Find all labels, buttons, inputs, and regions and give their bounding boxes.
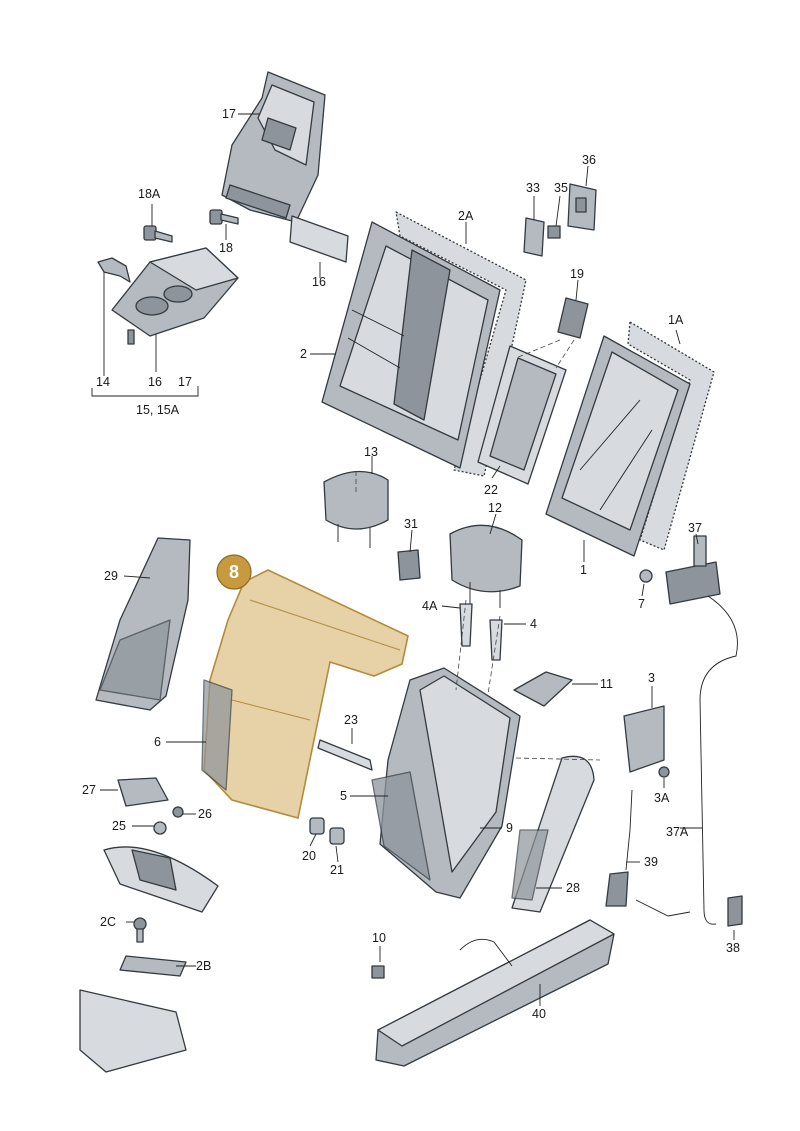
callout-labels: 17 18A 18 16 14 16 17 15, 15A 2 2A 33 35… [82,107,740,1021]
part-27-bracket[interactable] [117,777,169,807]
part-22-pad[interactable] [477,345,567,485]
label-group-15: 15, 15A [136,403,180,417]
part-36-cover[interactable] [567,183,597,231]
label-16: 16 [312,275,326,289]
label-1: 1 [580,563,587,577]
part-39-cable[interactable] [605,789,691,917]
part-33-bracket[interactable] [523,217,545,257]
part-14-clip[interactable] [97,257,131,283]
part-1a-mat[interactable] [627,321,715,551]
part-18a-bolt[interactable] [143,225,173,243]
label-37: 37 [688,521,702,535]
label-22: 22 [484,483,498,497]
label-4a: 4A [422,599,438,613]
label-13: 13 [364,445,378,459]
part-20-bushing[interactable] [309,817,325,835]
part-16-trim-panel[interactable] [289,215,349,263]
part-5-backrest-foam[interactable] [371,667,521,899]
label-31: 31 [404,517,418,531]
label-33: 33 [526,181,540,195]
label-19: 19 [570,267,584,281]
label-3: 3 [648,671,655,685]
label-28: 28 [566,881,580,895]
part-37-lock[interactable] [665,535,721,605]
label-6: 6 [154,735,161,749]
label-9: 9 [506,821,513,835]
part-17-armrest-bracket[interactable] [221,71,326,223]
part-7-bolt[interactable] [639,569,653,583]
part-2c-screw[interactable] [133,917,147,943]
part-23-strip[interactable] [317,739,373,771]
label-7: 7 [638,597,645,611]
part-31-switch[interactable] [397,549,421,581]
label-38: 38 [726,941,740,955]
label-37a: 37A [666,825,689,839]
part-26-screw[interactable] [172,806,184,818]
label-14: 14 [96,375,110,389]
label-2c: 2C [100,915,116,929]
part-10-bolt[interactable] [371,965,385,979]
label-10: 10 [372,931,386,945]
part-2-backrest-frame[interactable] [321,221,501,469]
label-26: 26 [198,807,212,821]
part-21-bushing[interactable] [329,827,345,845]
part-38-clip[interactable] [727,895,743,927]
label-16-armrest: 16 [148,375,162,389]
label-17: 17 [222,107,236,121]
label-2a: 2A [458,209,474,223]
label-23: 23 [344,713,358,727]
label-25: 25 [112,819,126,833]
leader-lines [91,113,735,1006]
part-40-ski-bag[interactable] [375,919,615,1067]
part-1-backrest-frame[interactable] [545,335,691,557]
label-39: 39 [644,855,658,869]
label-3a: 3A [654,791,670,805]
part-3a-screw[interactable] [658,766,670,778]
part-28-side-panel[interactable] [511,755,595,913]
label-21: 21 [330,863,344,877]
part-8-backrest-cover[interactable] [201,569,409,819]
label-11: 11 [600,677,613,691]
detail-view-mount [103,846,219,913]
part-19-latch[interactable] [557,297,589,339]
label-5: 5 [340,789,347,803]
label-36: 36 [582,153,596,167]
label-18a: 18A [138,187,161,201]
label-29: 29 [104,569,118,583]
part-2b-bracket[interactable] [119,955,187,977]
part-3-lever[interactable] [623,705,665,773]
label-35: 35 [554,181,568,195]
label-2: 2 [300,347,307,361]
label-1a: 1A [668,313,684,327]
label-20: 20 [302,849,316,863]
part-35-screw[interactable] [547,225,561,239]
part-13-headrest[interactable] [323,470,389,548]
badge-number: 8 [229,562,239,582]
part-8-badge: 8 [216,554,252,590]
part-29-side-bolster[interactable] [95,537,191,711]
part-12-headrest[interactable] [449,524,523,608]
part-37a-cable[interactable] [699,595,738,925]
label-4: 4 [530,617,537,631]
part-18-bolt[interactable] [209,209,239,225]
part-11-trim[interactable] [513,671,573,707]
label-17-armrest: 17 [178,375,192,389]
label-2b: 2B [196,959,211,973]
label-18: 18 [219,241,233,255]
part-25-clip[interactable] [153,821,167,835]
label-27: 27 [82,783,96,797]
label-40: 40 [532,1007,546,1021]
part-16-armrest-cupholder[interactable] [111,247,239,345]
detail-view-floor [79,989,187,1073]
label-12: 12 [488,501,502,515]
part-4a-guide[interactable] [459,603,473,647]
